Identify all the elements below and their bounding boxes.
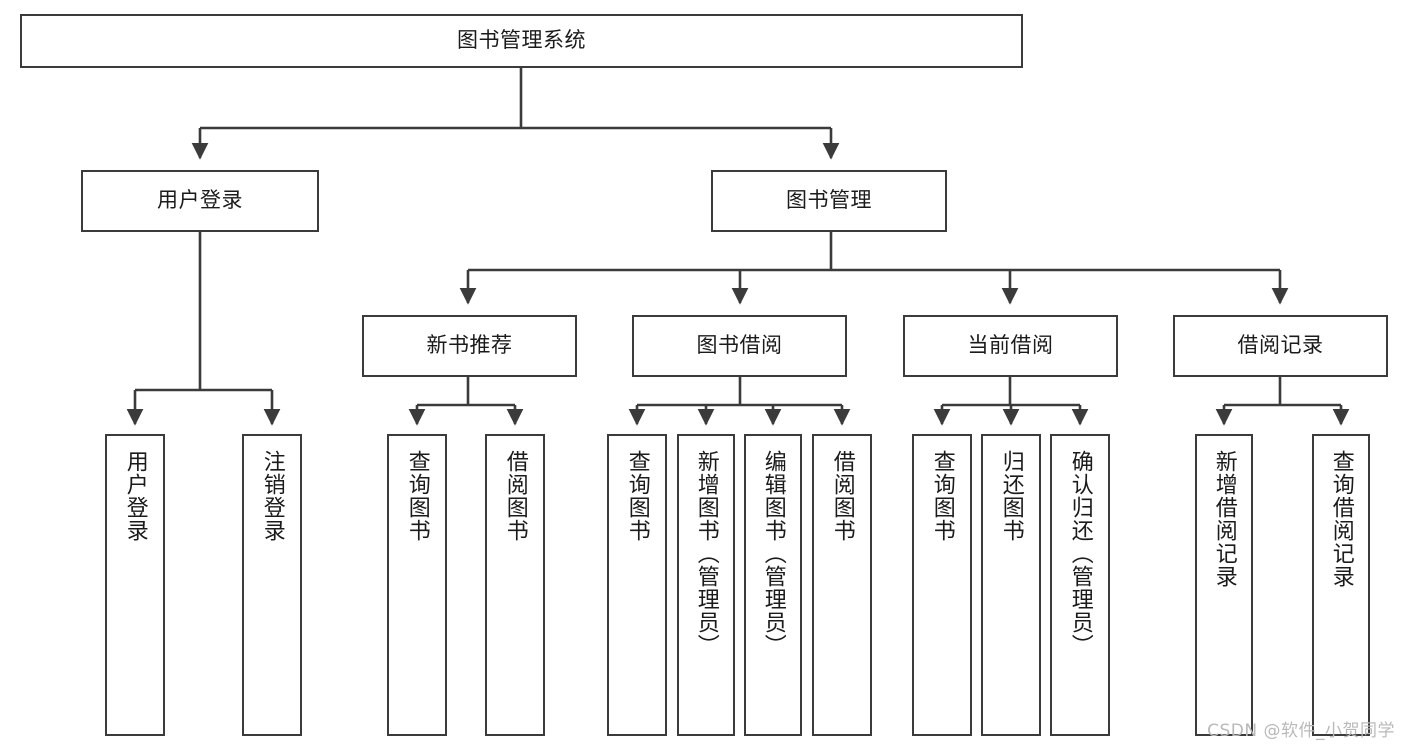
node-leaf-borrow-book-2[interactable]: 借阅图书 bbox=[812, 434, 872, 736]
node-borrow-record[interactable]: 借阅记录 bbox=[1173, 315, 1388, 377]
node-leaf-edit-book-label: 编辑图书（管理员） bbox=[760, 450, 786, 657]
node-leaf-user-login-label: 用户登录 bbox=[122, 450, 148, 542]
node-leaf-add-record-label: 新增借阅记录 bbox=[1211, 450, 1237, 588]
node-leaf-add-record[interactable]: 新增借阅记录 bbox=[1195, 434, 1253, 736]
node-leaf-add-book-label: 新增图书（管理员） bbox=[693, 450, 719, 657]
node-leaf-confirm-return[interactable]: 确认归还（管理员） bbox=[1050, 434, 1110, 736]
node-leaf-return-book[interactable]: 归还图书 bbox=[981, 434, 1041, 736]
node-root[interactable]: 图书管理系统 bbox=[20, 14, 1023, 68]
node-leaf-confirm-return-label: 确认归还（管理员） bbox=[1067, 450, 1093, 657]
node-leaf-return-book-label: 归还图书 bbox=[998, 450, 1024, 542]
node-leaf-query-book-2[interactable]: 查询图书 bbox=[607, 434, 667, 736]
node-leaf-query-record[interactable]: 查询借阅记录 bbox=[1312, 434, 1370, 736]
node-leaf-query-book-1-label: 查询图书 bbox=[404, 450, 430, 542]
node-borrow-record-label: 借阅记录 bbox=[1237, 333, 1324, 358]
node-book-manage-label: 图书管理 bbox=[786, 188, 872, 213]
node-new-book-recommend-label: 新书推荐 bbox=[426, 333, 513, 358]
node-book-manage[interactable]: 图书管理 bbox=[711, 170, 947, 232]
node-book-borrow[interactable]: 图书借阅 bbox=[632, 315, 847, 377]
node-leaf-user-login[interactable]: 用户登录 bbox=[105, 434, 165, 736]
node-leaf-borrow-book-2-label: 借阅图书 bbox=[829, 450, 855, 542]
node-leaf-borrow-book-1[interactable]: 借阅图书 bbox=[485, 434, 545, 736]
node-leaf-logout[interactable]: 注销登录 bbox=[242, 434, 302, 736]
node-new-book-recommend[interactable]: 新书推荐 bbox=[362, 315, 577, 377]
node-root-label: 图书管理系统 bbox=[457, 28, 586, 53]
node-user-login-label: 用户登录 bbox=[157, 188, 243, 213]
node-leaf-borrow-book-1-label: 借阅图书 bbox=[502, 450, 528, 542]
watermark: CSDN @软件_小贺同学 bbox=[1207, 721, 1395, 741]
node-leaf-query-book-2-label: 查询图书 bbox=[624, 450, 650, 542]
node-current-borrow-label: 当前借阅 bbox=[967, 333, 1054, 358]
node-current-borrow[interactable]: 当前借阅 bbox=[903, 315, 1118, 377]
node-book-borrow-label: 图书借阅 bbox=[696, 333, 783, 358]
node-leaf-query-book-1[interactable]: 查询图书 bbox=[387, 434, 447, 736]
node-leaf-logout-label: 注销登录 bbox=[259, 450, 285, 542]
node-leaf-query-book-3-label: 查询图书 bbox=[929, 450, 955, 542]
node-user-login[interactable]: 用户登录 bbox=[81, 170, 319, 232]
node-leaf-add-book[interactable]: 新增图书（管理员） bbox=[677, 434, 735, 736]
node-leaf-edit-book[interactable]: 编辑图书（管理员） bbox=[744, 434, 802, 736]
node-leaf-query-record-label: 查询借阅记录 bbox=[1328, 450, 1354, 588]
node-leaf-query-book-3[interactable]: 查询图书 bbox=[912, 434, 972, 736]
